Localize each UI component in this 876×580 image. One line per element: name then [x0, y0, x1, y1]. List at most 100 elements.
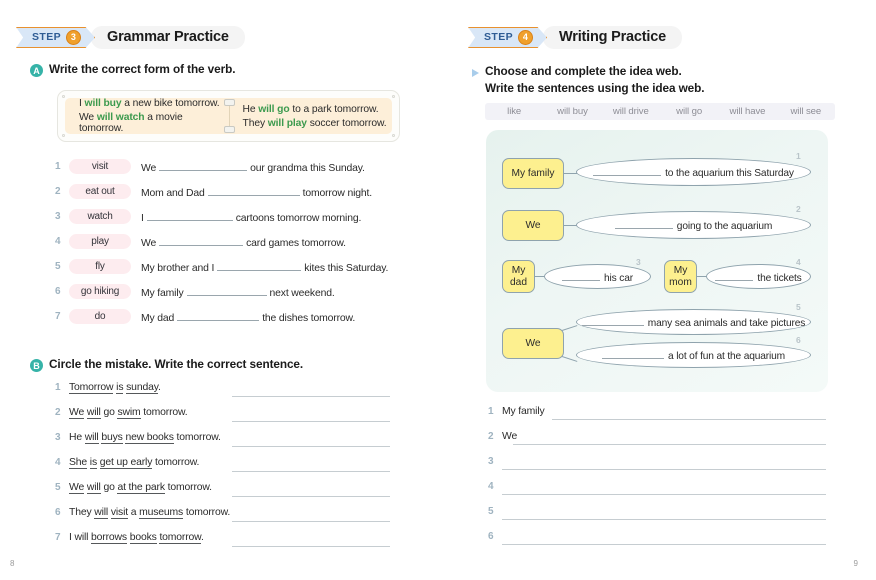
row-number: 2 [55, 185, 61, 197]
answer-blank[interactable] [159, 234, 244, 246]
answer-line[interactable] [232, 396, 390, 397]
ellipse-content: going to the aquarium [614, 218, 772, 232]
example-divider [228, 102, 230, 130]
instruction-a-text: Write the correct form of the verb. [49, 62, 236, 76]
answer-line[interactable] [232, 421, 390, 422]
writing-answer-line[interactable] [552, 419, 826, 420]
example-sentence: I will buy a new bike tomorrow. [79, 98, 220, 109]
connector-line [564, 173, 577, 174]
connector-line [564, 225, 577, 226]
idea-web-subject-box[interactable]: We [502, 328, 564, 359]
idea-web-ellipse[interactable]: his car [544, 264, 651, 289]
word-bank-item[interactable]: will buy [557, 106, 588, 117]
answer-blank[interactable] [159, 159, 248, 171]
instruction-b: B Circle the mistake. Write the correct … [30, 357, 303, 372]
step-word: STEP [32, 31, 62, 44]
step-number: 4 [518, 30, 534, 45]
writing-answer-line[interactable] [502, 469, 826, 470]
row-number: 4 [55, 457, 61, 468]
writing-answer-line[interactable] [502, 494, 826, 495]
example-sentence: We will watch a movie tomorrow. [79, 112, 183, 134]
idea-web-ellipse[interactable]: going to the aquarium [576, 211, 811, 239]
idea-web-ellipse[interactable]: to the aquarium this Saturday [576, 158, 811, 186]
word-bank-item[interactable]: will have [729, 106, 766, 117]
answer-blank[interactable] [217, 259, 302, 271]
idea-web-ellipse[interactable]: a lot of fun at the aquarium [576, 342, 811, 368]
row-number: 3 [488, 456, 494, 467]
sentence-with-mistake[interactable]: Tomorrow is sunday. [69, 382, 161, 394]
row-number: 6 [488, 531, 494, 542]
word-bank-item[interactable]: will see [790, 106, 822, 117]
writing-line-row: 6 [488, 531, 502, 542]
example-sentence: He will go to a park tomorrow. [242, 103, 379, 115]
idea-web-ellipse[interactable]: many sea animals and take pictures [576, 309, 811, 335]
corner-dot-icon [392, 134, 395, 137]
page-title: Writing Practice [559, 29, 666, 45]
example-column-left: I will buy a new bike tomorrow. We will … [65, 98, 229, 134]
answer-blank[interactable] [146, 209, 233, 221]
sentence-with-mistake[interactable]: He will buys new books tomorrow. [69, 432, 221, 444]
writing-answer-line[interactable] [502, 544, 826, 545]
sentence-with-mistake[interactable]: I will borrows books tomorrow. [69, 532, 204, 544]
section-letter-a: A [30, 64, 43, 77]
answer-blank[interactable] [177, 309, 260, 321]
row-number: 5 [55, 482, 61, 493]
triangle-bullet-icon [472, 66, 479, 77]
row-number: 5 [488, 506, 494, 517]
ellipse-number: 1 [796, 151, 801, 161]
writing-answer-line[interactable] [502, 519, 826, 520]
sentence-with-mistake[interactable]: We will go swim tomorrow. [69, 407, 188, 419]
word-bank-item[interactable]: will go [676, 106, 703, 117]
row-number: 1 [488, 406, 494, 417]
verb-pill: eat out [69, 183, 131, 199]
answer-line[interactable] [232, 521, 390, 522]
idea-web-subject-box[interactable]: We [502, 210, 564, 241]
word-bank-item[interactable]: like [507, 106, 522, 117]
verb-pill: do [69, 308, 131, 324]
answer-blank[interactable] [207, 184, 300, 196]
answer-line[interactable] [232, 471, 390, 472]
step-header-writing: STEP 4 Writing Practice [468, 26, 682, 49]
row-number: 3 [55, 432, 61, 443]
answer-line[interactable] [232, 546, 390, 547]
answer-line[interactable] [232, 446, 390, 447]
ellipse-number: 2 [796, 204, 801, 214]
step-number: 3 [66, 30, 82, 45]
example-sentence: They will play soccer tomorrow. [242, 117, 387, 129]
answer-blank[interactable] [186, 284, 267, 296]
ellipse-content: the tickets [715, 270, 802, 284]
sentence-with-mistake[interactable]: We will go at the park tomorrow. [69, 482, 212, 494]
writing-answer-line[interactable] [513, 444, 826, 445]
idea-web-ellipse[interactable]: the tickets [706, 264, 811, 289]
page-number-right: 9 [853, 559, 858, 568]
idea-web-subject-box[interactable]: My mom [664, 260, 697, 293]
row-number: 4 [488, 481, 494, 492]
sentence-with-mistake[interactable]: She is get up early tomorrow. [69, 457, 200, 469]
instruction-writing: Choose and complete the idea web. Write … [472, 64, 705, 95]
step-title-wrap: Grammar Practice [91, 26, 245, 49]
answer-line[interactable] [232, 496, 390, 497]
corner-dot-icon [62, 134, 65, 137]
exercise-b-row: 3 He will buys new books tomorrow. [55, 432, 221, 444]
sentence-with-mistake[interactable]: They will visit a museums tomorrow. [69, 507, 231, 519]
ellipse-number: 4 [796, 257, 801, 267]
idea-web-subject-box[interactable]: My family [502, 158, 564, 189]
connector-line [561, 356, 578, 362]
word-bank-item[interactable]: will drive [612, 106, 649, 117]
verb-pill: visit [69, 158, 131, 174]
ellipse-content: a lot of fun at the aquarium [602, 348, 785, 362]
idea-web-subject-box[interactable]: My dad [502, 260, 535, 293]
